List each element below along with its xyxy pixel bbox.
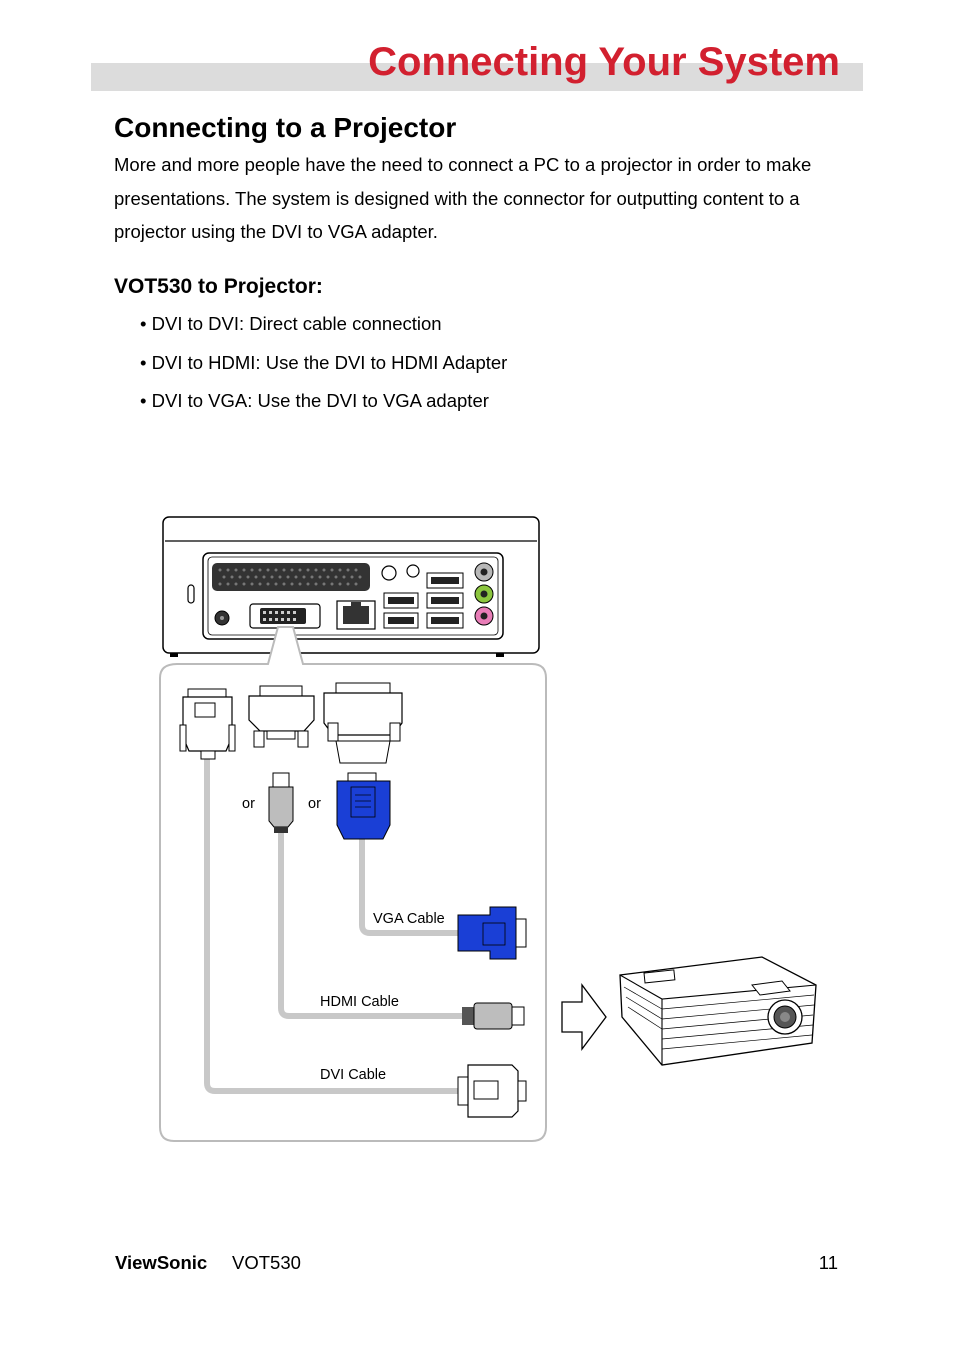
list-item: • DVI to HDMI: Use the DVI to HDMI Adapt… [140, 351, 508, 373]
dvi-cable [204, 757, 460, 1094]
or-label-2: or [308, 796, 321, 812]
projector-icon [619, 956, 817, 1066]
list-item: • DVI to VGA: Use the DVI to VGA adapter [140, 390, 489, 411]
or-label-1: or [242, 796, 255, 812]
arrow-right-icon [561, 983, 607, 1051]
subsection-heading: VOT530 to Projector: [114, 275, 323, 298]
bullet-list: • DVI to DVI: Direct cable connection • … [140, 313, 507, 429]
vga-plug-icon [336, 772, 391, 840]
vga-cable [359, 839, 460, 936]
page-number: 11 [818, 1252, 838, 1273]
hdmi-cable-end-icon [462, 1002, 525, 1030]
dvi-cable-end-icon [457, 1064, 527, 1118]
vot530-device [162, 516, 540, 657]
page-title: Connecting Your System [368, 40, 840, 84]
header-bar [91, 63, 863, 91]
footer-brand: ViewSonic [115, 1252, 208, 1273]
dvi-connector-icon [179, 688, 236, 760]
dvi-hdmi-adapter-icon [248, 685, 315, 748]
hdmi-cable [278, 827, 465, 1019]
vga-cable-end-icon [457, 906, 527, 960]
dvi-cable-label: DVI Cable [320, 1067, 386, 1083]
callout-frame [159, 626, 547, 1142]
intro-paragraph: More and more people have the need to co… [114, 154, 812, 242]
section-heading: Connecting to a Projector [114, 112, 457, 143]
connection-diagram: or or VGA Cable HDMI Cable DVI Cable [159, 516, 817, 1142]
dvi-vga-adapter-icon [323, 682, 403, 764]
list-item: • DVI to DVI: Direct cable connection [140, 313, 442, 334]
hdmi-cable-label: HDMI Cable [320, 994, 399, 1010]
vga-cable-label: VGA Cable [373, 911, 445, 927]
hdmi-plug-icon [268, 772, 294, 833]
footer-model: VOT530 [232, 1252, 301, 1273]
